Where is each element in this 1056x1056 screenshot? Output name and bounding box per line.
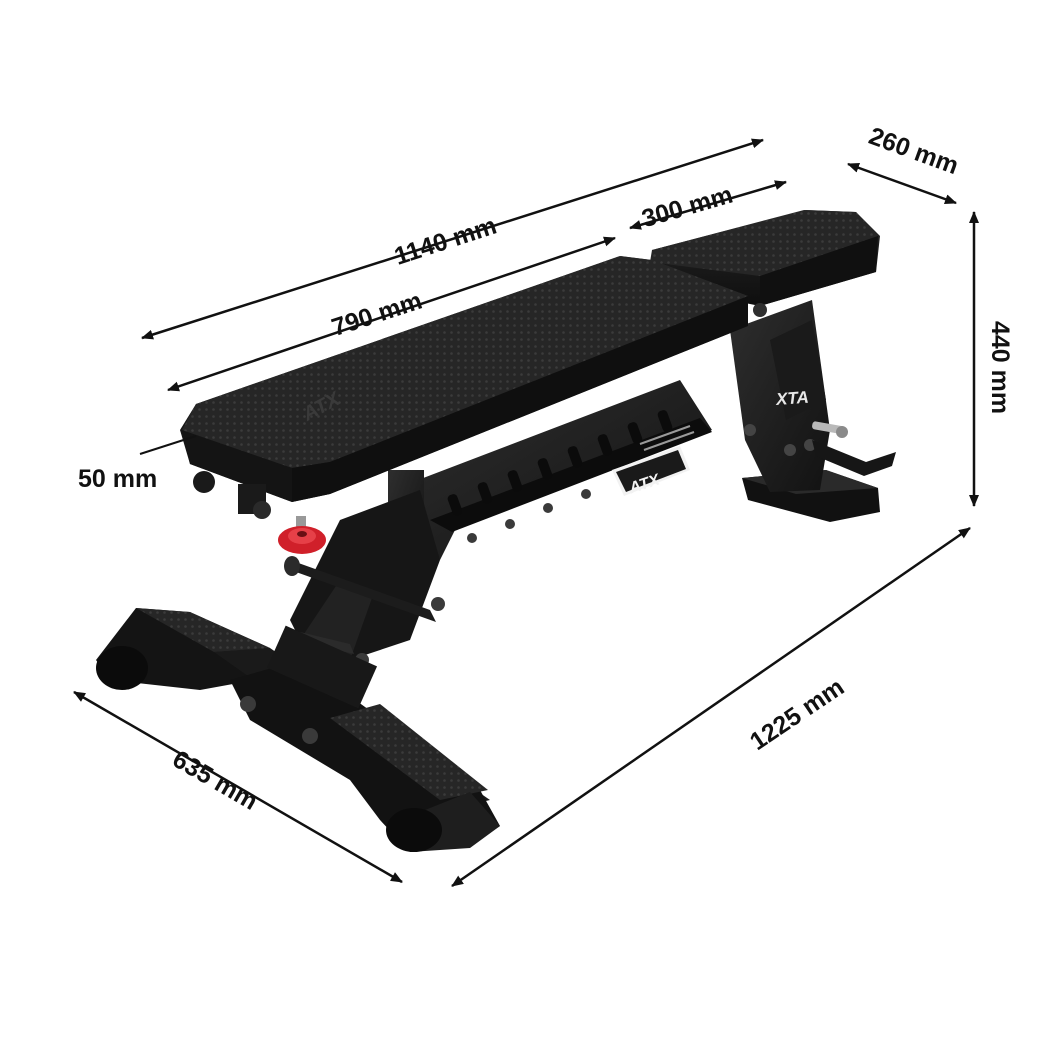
side-logo: XTA — [774, 388, 809, 409]
red-adjustment-knob[interactable] — [278, 516, 326, 554]
bench-illustration: XTA — [96, 210, 896, 852]
adjustment-spine: ATX — [410, 380, 712, 560]
double-arrow-icon — [847, 162, 957, 205]
leg-holder-bar[interactable] — [284, 556, 436, 654]
double-arrow-icon — [139, 435, 197, 455]
double-arrow-icon — [629, 180, 787, 230]
double-arrow-icon — [73, 690, 403, 884]
seat-length-label: 300 mm — [639, 181, 736, 234]
front-base — [96, 608, 500, 852]
base-width-label: 635 mm — [168, 745, 263, 816]
height-label: 440 mm — [986, 321, 1014, 414]
total-length-label: 1140 mm — [391, 212, 500, 271]
seat-width-label: 260 mm — [865, 122, 962, 180]
double-arrow-icon — [167, 236, 616, 392]
rear-handle[interactable] — [812, 421, 896, 476]
pad-thickness-label: 50 mm — [78, 465, 157, 493]
rear-bracket: XTA — [730, 300, 830, 492]
dimension-arrows — [73, 138, 979, 888]
double-arrow-icon — [451, 526, 971, 888]
base-length-label: 1225 mm — [745, 673, 849, 756]
front-knob[interactable] — [193, 471, 271, 519]
